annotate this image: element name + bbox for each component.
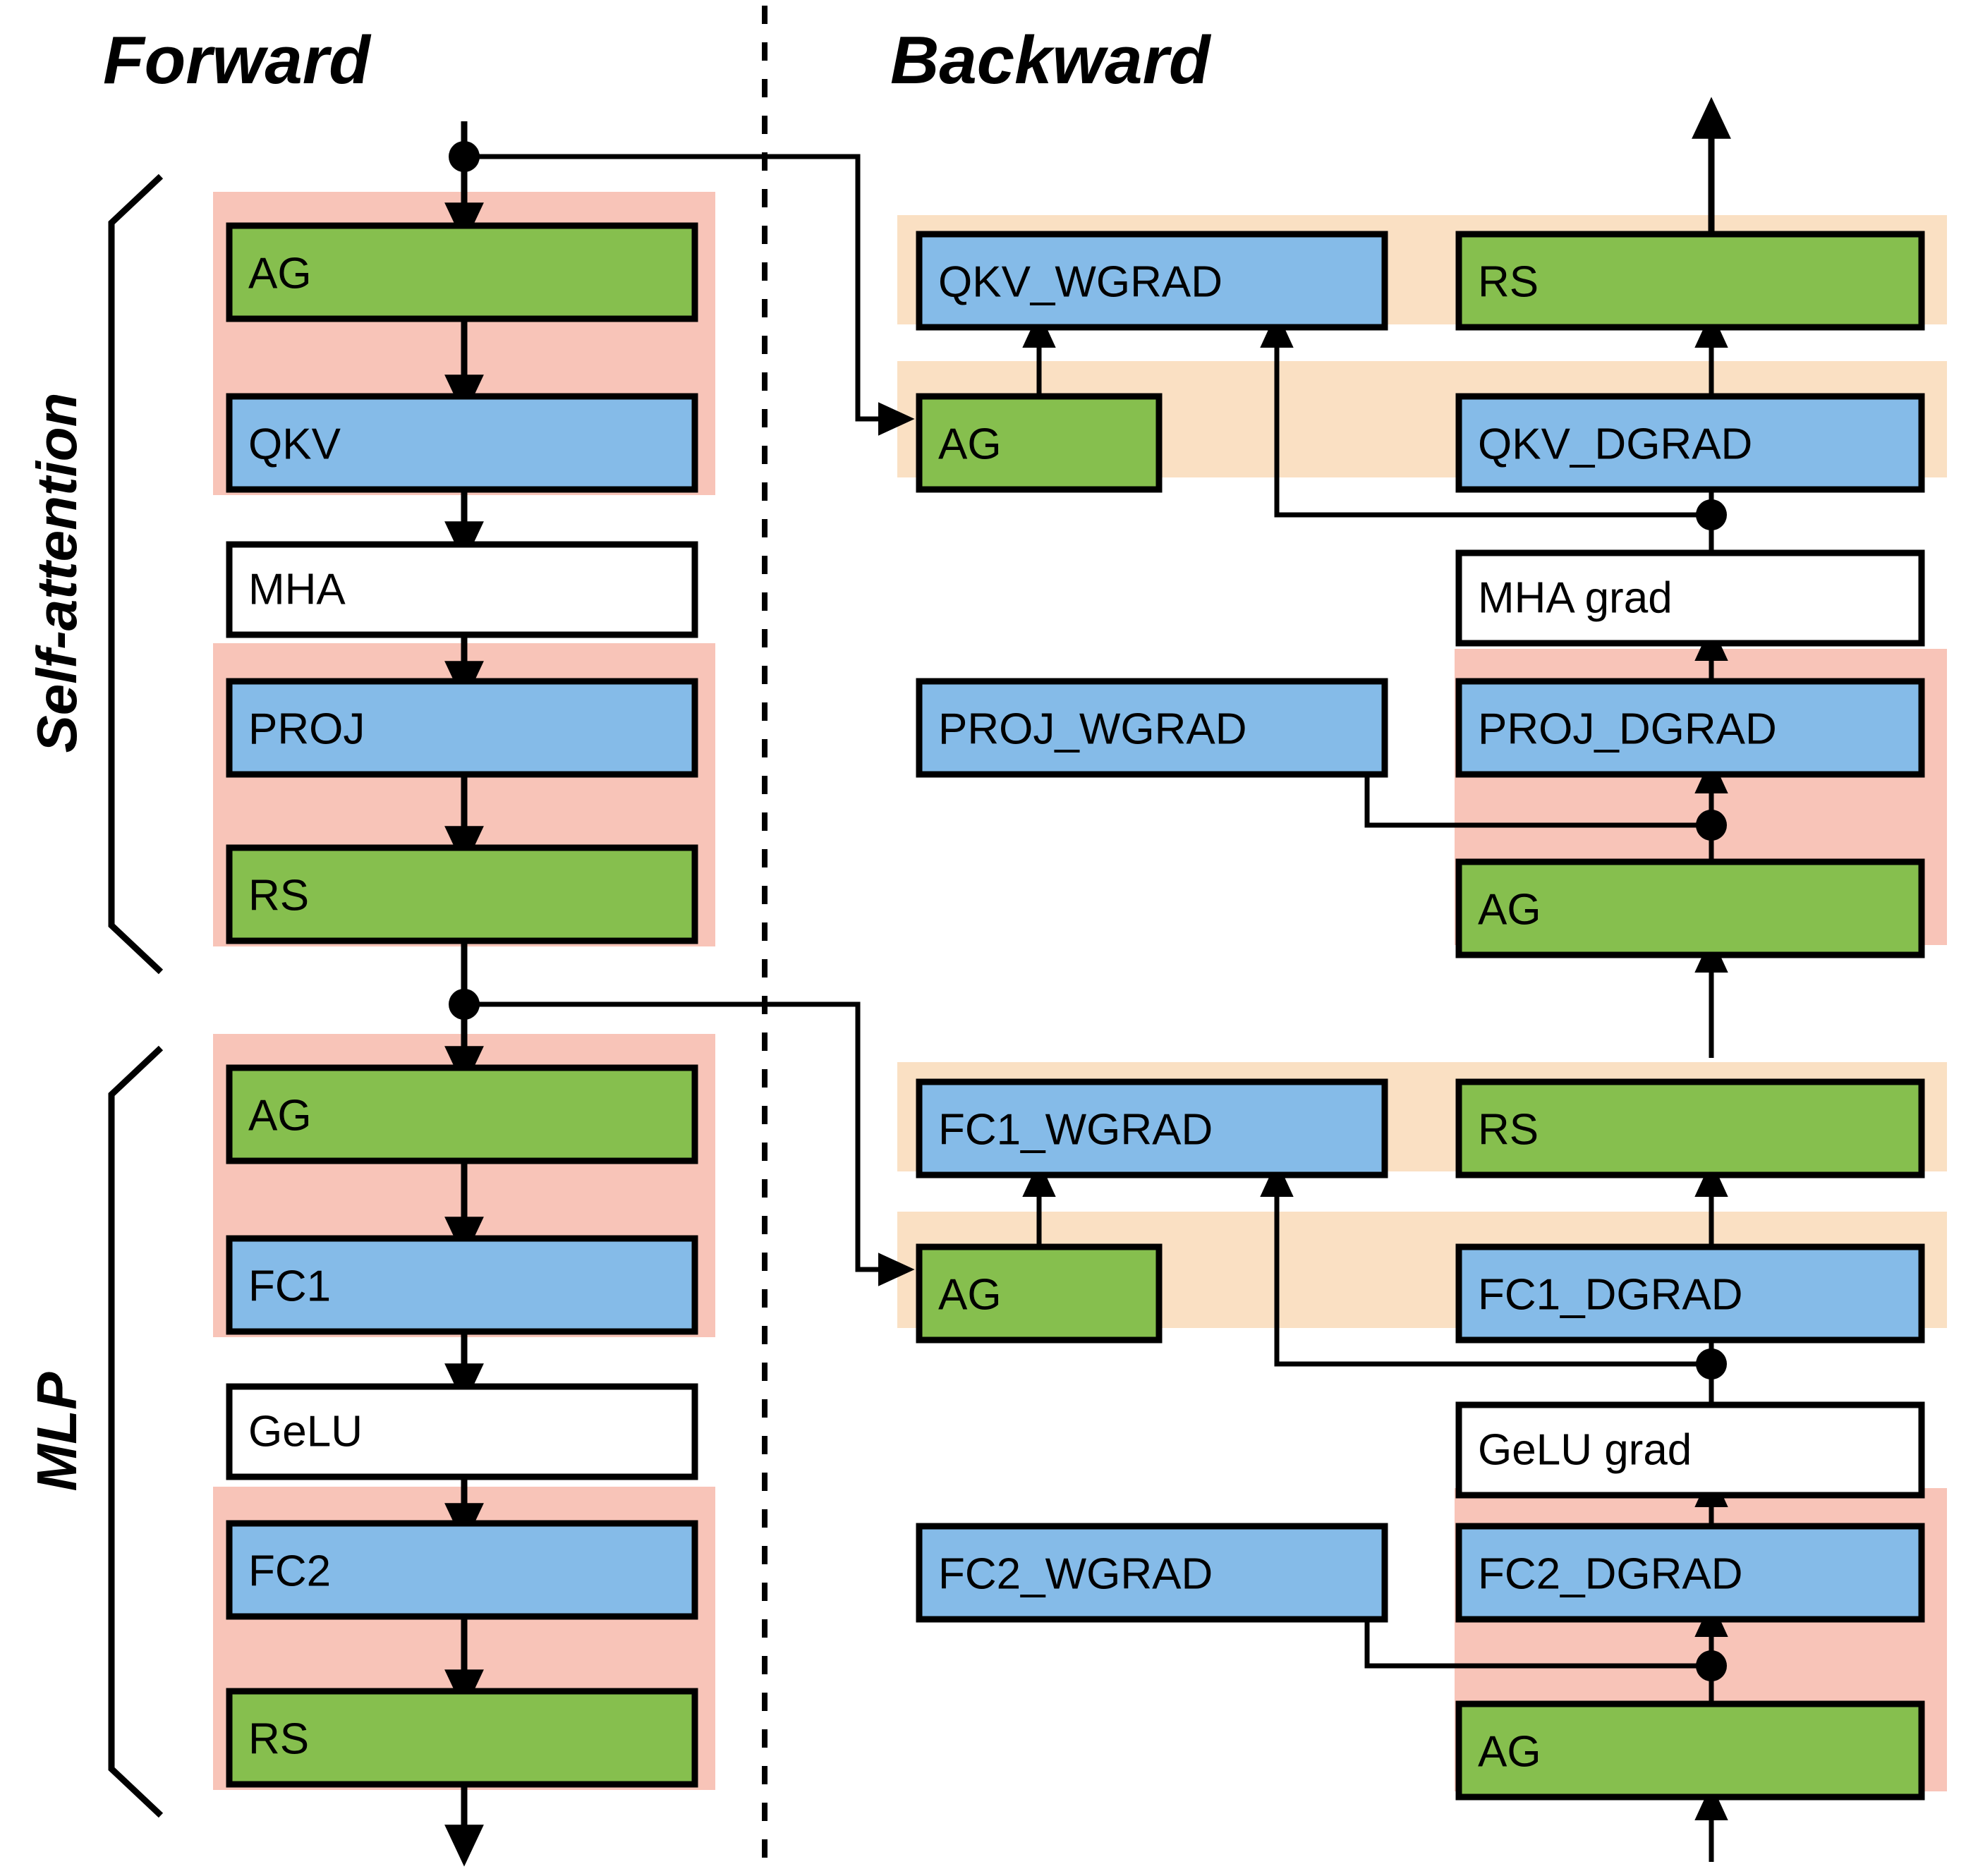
node-bwd-ag-1-label: AG bbox=[938, 420, 1002, 468]
heading-backward: Backward bbox=[890, 23, 1212, 98]
node-fwd-fc1[interactable]: FC1 bbox=[226, 1235, 698, 1335]
node-fwd-gelu[interactable]: GeLU bbox=[226, 1383, 698, 1480]
node-bwd-fc1-wgrad[interactable]: FC1_WGRAD bbox=[916, 1078, 1388, 1178]
node-fwd-rs-1-label: RS bbox=[248, 871, 309, 920]
node-fwd-rs-1[interactable]: RS bbox=[226, 844, 698, 944]
label-self-attention: Self-attention bbox=[25, 392, 88, 753]
forward-node-layer: AG QKV MHA PROJ RS AG FC1 GeLU bbox=[226, 222, 698, 1788]
node-fwd-fc2-label: FC2 bbox=[248, 1547, 331, 1595]
edge-branch-mlp-input bbox=[470, 1001, 915, 1286]
node-fwd-proj[interactable]: PROJ bbox=[226, 678, 698, 778]
heading-forward: Forward bbox=[103, 23, 372, 98]
node-fwd-ag-1-label: AG bbox=[248, 249, 312, 298]
node-bwd-ag-1[interactable]: AG bbox=[916, 393, 1163, 493]
node-bwd-qkv-dgrad[interactable]: QKV_DGRAD bbox=[1455, 393, 1925, 493]
node-bwd-mha-grad[interactable]: MHA grad bbox=[1455, 549, 1925, 647]
node-bwd-qkv-wgrad-label: QKV_WGRAD bbox=[938, 257, 1222, 306]
node-fwd-fc2[interactable]: FC2 bbox=[226, 1520, 698, 1620]
node-bwd-ag-2[interactable]: AG bbox=[916, 1243, 1163, 1344]
node-bwd-fc2-wgrad-label: FC2_WGRAD bbox=[938, 1549, 1213, 1598]
node-bwd-proj-dgrad-label: PROJ_DGRAD bbox=[1478, 705, 1777, 753]
node-fwd-mha[interactable]: MHA bbox=[226, 541, 698, 638]
node-fwd-gelu-label: GeLU bbox=[248, 1407, 363, 1456]
node-bwd-ag-3-label: AG bbox=[1478, 885, 1541, 934]
node-bwd-ag-2-label: AG bbox=[938, 1270, 1002, 1319]
edge-bwd-dgradjunction-to-fc1wgrad bbox=[1260, 1160, 1711, 1367]
junction-dot-fc2-dgrad bbox=[1696, 1650, 1727, 1681]
node-bwd-proj-wgrad-label: PROJ_WGRAD bbox=[938, 705, 1246, 753]
node-bwd-qkv-wgrad[interactable]: QKV_WGRAD bbox=[916, 231, 1388, 331]
node-bwd-rs-1-label: RS bbox=[1478, 257, 1539, 306]
node-bwd-fc1-dgrad[interactable]: FC1_DGRAD bbox=[1455, 1243, 1925, 1344]
label-mlp: MLP bbox=[25, 1372, 88, 1492]
node-bwd-rs-2[interactable]: RS bbox=[1455, 1078, 1925, 1178]
node-bwd-gelu-grad-label: GeLU grad bbox=[1478, 1425, 1692, 1474]
node-bwd-mha-grad-label: MHA grad bbox=[1478, 573, 1673, 622]
edge-bwd-dgradjunction-to-qkvwgrad bbox=[1260, 311, 1711, 518]
node-bwd-rs-2-label: RS bbox=[1478, 1105, 1539, 1154]
node-bwd-ag-4-label: AG bbox=[1478, 1727, 1541, 1776]
node-bwd-fc2-dgrad[interactable]: FC2_DGRAD bbox=[1455, 1523, 1925, 1623]
node-bwd-gelu-grad[interactable]: GeLU grad bbox=[1455, 1401, 1925, 1499]
junction-dot-qkv-dgrad bbox=[1696, 499, 1727, 530]
node-bwd-fc1-dgrad-label: FC1_DGRAD bbox=[1478, 1270, 1743, 1319]
node-fwd-proj-label: PROJ bbox=[248, 705, 365, 753]
node-fwd-ag-2[interactable]: AG bbox=[226, 1064, 698, 1164]
node-bwd-fc2-dgrad-label: FC2_DGRAD bbox=[1478, 1549, 1743, 1598]
junction-dot-fc1-dgrad bbox=[1696, 1348, 1727, 1379]
backward-node-layer: QKV_WGRAD RS AG QKV_DGRAD MHA grad PROJ_… bbox=[916, 231, 1925, 1801]
brace-self-attention bbox=[108, 173, 164, 975]
node-bwd-proj-wgrad[interactable]: PROJ_WGRAD bbox=[916, 678, 1388, 778]
node-fwd-rs-2[interactable]: RS bbox=[226, 1688, 698, 1788]
node-bwd-fc2-wgrad[interactable]: FC2_WGRAD bbox=[916, 1523, 1388, 1623]
brace-mlp bbox=[108, 1045, 164, 1818]
node-bwd-ag-4[interactable]: AG bbox=[1455, 1700, 1925, 1801]
node-fwd-qkv[interactable]: QKV bbox=[226, 393, 698, 493]
node-bwd-qkv-dgrad-label: QKV_DGRAD bbox=[1478, 420, 1752, 468]
node-bwd-proj-dgrad[interactable]: PROJ_DGRAD bbox=[1455, 678, 1925, 778]
node-bwd-ag-3[interactable]: AG bbox=[1455, 858, 1925, 958]
node-bwd-rs-1[interactable]: RS bbox=[1455, 231, 1925, 331]
junction-dot-proj-dgrad bbox=[1696, 810, 1727, 841]
node-fwd-mha-label: MHA bbox=[248, 565, 346, 614]
node-fwd-fc1-label: FC1 bbox=[248, 1262, 331, 1310]
junction-dot-attn-input bbox=[449, 141, 480, 172]
node-fwd-ag-2-label: AG bbox=[248, 1091, 312, 1140]
node-fwd-qkv-label: QKV bbox=[248, 420, 341, 468]
node-fwd-ag-1[interactable]: AG bbox=[226, 222, 698, 322]
junction-dot-mlp-input bbox=[449, 989, 480, 1020]
node-fwd-rs-2-label: RS bbox=[248, 1714, 309, 1763]
node-bwd-fc1-wgrad-label: FC1_WGRAD bbox=[938, 1105, 1213, 1154]
edge-branch-attn-input bbox=[470, 154, 915, 436]
edge-layer bbox=[444, 97, 1731, 1867]
